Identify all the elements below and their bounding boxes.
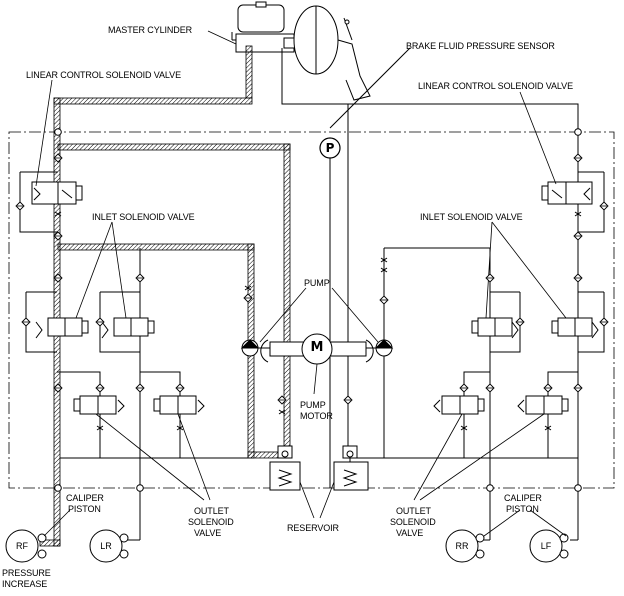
- wheel-rr: [445, 529, 485, 563]
- master-cylinder-assembly: [231, 1, 371, 101]
- label-pressure-increase-2: INCREASE: [2, 579, 48, 589]
- reservoir-left: [269, 445, 301, 491]
- inlet-valve-lf-left: [35, 317, 89, 339]
- pump-motor: [269, 333, 367, 365]
- label-master-cylinder: MASTER CYLINDER: [108, 25, 193, 35]
- label-pump-motor-1: PUMP: [300, 400, 326, 410]
- outlet-valve-left-1: [73, 395, 125, 415]
- inlet-valve-lf-right: [551, 317, 599, 339]
- motor-letter: M: [310, 340, 324, 355]
- wheel-lr: [89, 529, 129, 563]
- linear-control-valve-left: [31, 181, 83, 205]
- label-inlet-solenoid-valve-right: INLET SOLENOID VALVE: [420, 212, 523, 222]
- label-caliper-left-2: PISTON: [68, 504, 101, 514]
- label-pump-motor-2: MOTOR: [300, 411, 333, 421]
- outlet-valve-right-2: [517, 395, 569, 415]
- outlet-valve-left-2: [153, 395, 205, 415]
- label-outlet-left-2: SOLENOID: [188, 517, 234, 527]
- label-caliper-right-2: PISTON: [506, 504, 539, 514]
- pressure-sensor-symbol: [319, 137, 341, 159]
- reservoir-right: [333, 445, 369, 491]
- pressure-sensor-letter: P: [325, 141, 335, 155]
- inlet-valve-lr-left: [101, 317, 155, 339]
- label-caliper-right-1: CALIPER: [504, 493, 542, 503]
- label-linear-control-valve-left: LINEAR CONTROL SOLENOID VALVE: [26, 70, 181, 80]
- label-outlet-right-2: SOLENOID: [390, 517, 436, 527]
- outlet-valve-right-1: [433, 395, 485, 415]
- inlet-valve-rr-right: [471, 317, 519, 339]
- label-pump: PUMP: [304, 278, 330, 288]
- label-pressure-increase-1: PRESSURE: [2, 568, 51, 578]
- label-outlet-left-3: VALVE: [194, 528, 222, 538]
- wheel-label-rr: RR: [455, 541, 469, 551]
- wheel-lf: [529, 529, 569, 563]
- hydraulic-unit-boundary: [8, 131, 615, 489]
- label-brake-fluid-pressure-sensor: BRAKE FLUID PRESSURE SENSOR: [406, 41, 555, 51]
- label-caliper-left-1: CALIPER: [66, 493, 104, 503]
- label-inlet-solenoid-valve-left: INLET SOLENOID VALVE: [92, 212, 195, 222]
- linear-control-valve-right: [541, 181, 593, 205]
- hatched-fluid-pipes: [39, 45, 291, 547]
- wheel-label-lr: LR: [100, 541, 112, 551]
- plain-fluid-pipes: [19, 47, 605, 541]
- pump-left: [240, 339, 269, 363]
- label-outlet-right-3: VALVE: [396, 528, 424, 538]
- junction-dots: [54, 128, 582, 492]
- pump-right: [365, 339, 394, 363]
- wheel-rf: [5, 529, 47, 563]
- label-outlet-right-1: OUTLET: [396, 506, 431, 516]
- wheel-label-lf: LF: [540, 541, 552, 551]
- label-outlet-left-1: OUTLET: [194, 506, 229, 516]
- label-reservoir: RESERVOIR: [287, 523, 339, 533]
- wheel-label-rf: RF: [16, 541, 28, 551]
- label-linear-control-valve-right: LINEAR CONTROL SOLENOID VALVE: [418, 81, 573, 91]
